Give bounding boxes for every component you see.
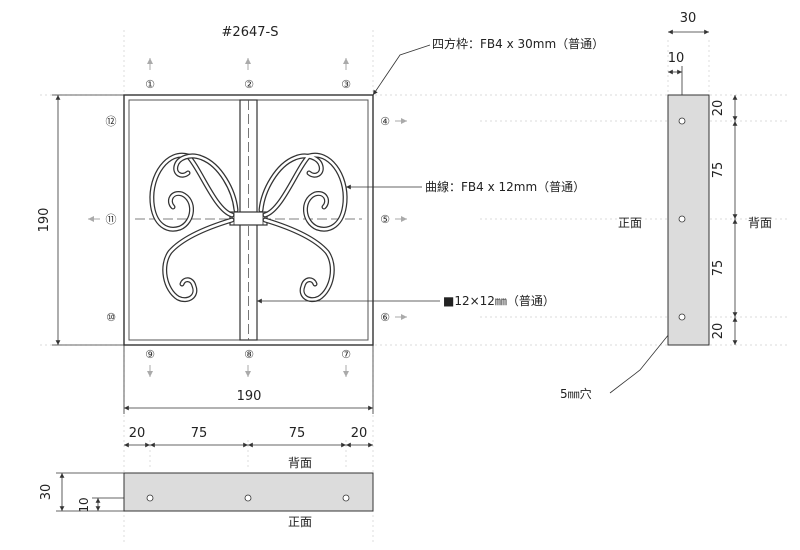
bottom-bar [123, 472, 374, 512]
front-view [123, 94, 374, 346]
marker-8: ⑧ [244, 348, 254, 361]
side-hole-mid [678, 215, 686, 223]
scroll-callout: 曲線：FB4 x 12mm（普通） [425, 179, 585, 194]
bottom-front-label: 正面 [288, 515, 312, 529]
bottom-seg-4: 20 [351, 426, 368, 441]
bottom-back-label: 背面 [288, 456, 312, 470]
marker-12: ⑫ [106, 115, 117, 128]
marker-2: ② [244, 78, 254, 91]
bottom-hole-offset-dim: 10 [77, 497, 91, 512]
bottom-dimensions [56, 442, 373, 512]
collar [229, 211, 268, 226]
marker-3: ③ [341, 78, 351, 91]
bottom-view [123, 472, 374, 512]
front-dimensions [52, 94, 374, 414]
side-back-label: 背面 [748, 216, 772, 230]
side-seg-3: 75 [711, 260, 726, 277]
scroll-left-inner [150, 153, 234, 301]
side-bar [667, 94, 710, 346]
side-hole-top [678, 117, 686, 125]
marker-6: ⑥ [380, 311, 390, 324]
side-hole-bottom [678, 313, 686, 321]
side-seg-4: 20 [711, 323, 726, 340]
marker-10: ⑩ [106, 311, 116, 324]
hole-callout: 5㎜穴 [560, 386, 592, 401]
marker-11: ⑪ [106, 213, 117, 226]
drawing-title: #2647-S [222, 25, 279, 40]
bottom-hole-left [146, 494, 154, 502]
side-seg-1: 20 [711, 100, 726, 117]
marker-7: ⑦ [341, 348, 351, 361]
bottom-seg-1: 20 [129, 426, 146, 441]
position-markers: ① ② ③ ④ ⑤ ⑥ ⑦ ⑧ ⑨ ⑩ ⑪ ⑫ [106, 78, 391, 361]
frame-callout: 四方枠：FB4 x 30mm（普通） [432, 36, 604, 51]
direction-arrows [88, 58, 407, 377]
marker-1: ① [145, 78, 155, 91]
bottom-seg-2: 75 [191, 426, 208, 441]
marker-9: ⑨ [145, 348, 155, 361]
side-width-dim: 30 [680, 11, 697, 26]
bar-callout: ■12×12㎜（普通） [443, 294, 555, 308]
marker-5: ⑤ [380, 213, 390, 226]
height-dimension: 190 [37, 208, 52, 233]
marker-4: ④ [380, 115, 390, 128]
width-dimension: 190 [237, 389, 262, 404]
bottom-seg-3: 75 [289, 426, 306, 441]
side-dimensions [668, 29, 738, 345]
side-view [667, 94, 710, 346]
side-seg-2: 75 [711, 162, 726, 179]
bottom-height-dim: 30 [39, 484, 54, 501]
bottom-hole-right [342, 494, 350, 502]
side-front-label: 正面 [618, 216, 642, 230]
bottom-hole-mid [244, 494, 252, 502]
side-hole-offset-dim: 10 [668, 51, 685, 66]
